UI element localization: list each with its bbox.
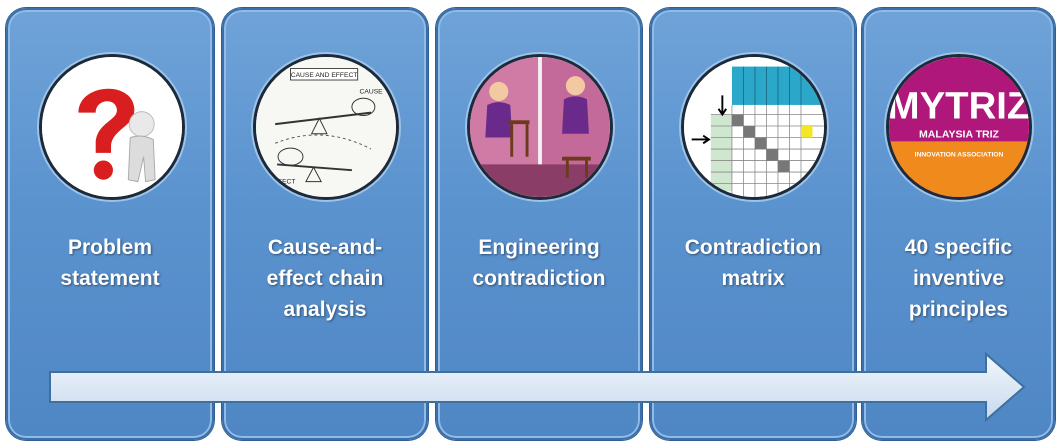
step-label-line: analysis — [283, 298, 367, 321]
step-panel-contradiction-matrix: Contradiction matrix — [650, 8, 856, 440]
step-label-line: matrix — [721, 267, 785, 290]
cause-effect-sketch-icon: CAUSE AND EFFECT CAUSE EFFECT — [253, 54, 399, 200]
logo-main-text: MYTRIZ — [889, 84, 1029, 127]
step-label-line: 40 specific — [904, 236, 1013, 259]
logo-tagline-text: INNOVATION ASSOCIATION — [915, 152, 1004, 159]
step-label-cause-effect: Cause-and- effect chain analysis — [224, 232, 426, 325]
process-arrow — [49, 352, 1026, 422]
step-label-line: Contradiction — [684, 236, 822, 259]
sketch-title-text: CAUSE AND EFFECT — [291, 72, 358, 79]
step-label-problem-statement: Problem statement — [8, 232, 212, 294]
matrix-table-icon — [681, 54, 827, 200]
step-panel-problem-statement: Problem statement — [6, 8, 214, 440]
step-label-line: effect chain — [266, 267, 384, 290]
question-mark-figure-icon — [39, 54, 185, 200]
logo-sub-text: MALAYSIA TRIZ — [919, 129, 1000, 141]
mytriz-logo-icon: MYTRIZ MALAYSIA TRIZ INNOVATION ASSOCIAT… — [886, 54, 1032, 200]
step-label-line: statement — [60, 267, 160, 290]
contradiction-cartoon-icon — [467, 54, 613, 200]
step-label-line: Cause-and- — [267, 236, 383, 259]
sketch-effect-text: EFFECT — [269, 179, 295, 186]
step-panel-cause-effect: CAUSE AND EFFECT CAUSE EFFECT Cause-and-… — [222, 8, 428, 440]
step-label-inventive-principles: 40 specific inventive principles — [864, 232, 1053, 325]
step-label-engineering-contradiction: Engineering contradiction — [438, 232, 640, 294]
step-label-line: Problem — [67, 236, 153, 259]
step-panel-engineering-contradiction: Engineering contradiction — [436, 8, 642, 440]
step-label-line: Engineering — [478, 236, 600, 259]
step-label-line: contradiction — [472, 267, 606, 290]
step-label-contradiction-matrix: Contradiction matrix — [652, 232, 854, 294]
sketch-cause-text: CAUSE — [360, 88, 384, 95]
step-label-line: inventive — [912, 267, 1005, 290]
step-panel-inventive-principles: MYTRIZ MALAYSIA TRIZ INNOVATION ASSOCIAT… — [862, 8, 1055, 440]
step-label-line: principles — [908, 298, 1009, 321]
